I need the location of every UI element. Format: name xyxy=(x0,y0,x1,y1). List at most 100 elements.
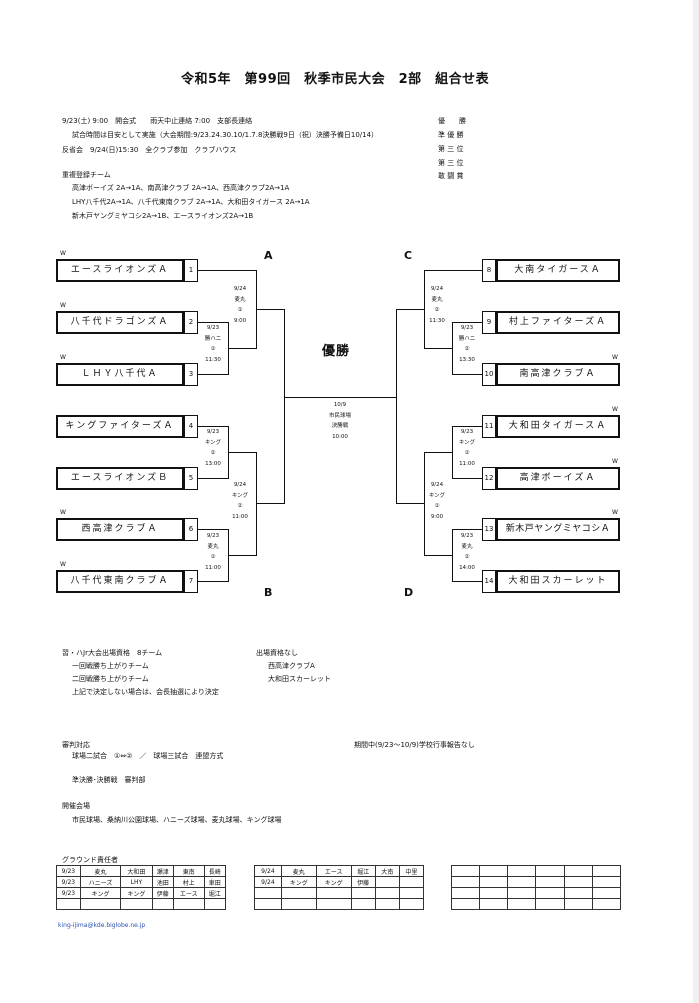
team-number: 7 xyxy=(184,570,198,593)
game-date: 9/24 xyxy=(233,286,247,292)
table-row xyxy=(254,898,425,910)
table-cell: 堀江 xyxy=(350,865,376,877)
info-line-3: 反省会 9/24(日)15:30 全クラブ参加 クラブハウス xyxy=(62,146,237,154)
bracket-line xyxy=(424,452,452,453)
table-cell: 9/23 xyxy=(56,876,81,888)
team-number: 11 xyxy=(482,415,496,438)
table-cell xyxy=(203,898,227,910)
team-box: エースライオンズＡ xyxy=(56,259,184,282)
table-cell xyxy=(479,887,509,899)
game-venue: キング xyxy=(428,492,446,499)
info-line-1: 9/23(土) 9:00 開会式 雨天中止連絡 7:00 支部長連絡 xyxy=(62,117,253,125)
table-cell: 9/23 xyxy=(56,887,81,899)
game-time: 9:00 xyxy=(430,513,444,520)
team-box: 八千代ドラゴンズＡ xyxy=(56,311,184,334)
game-number: ① xyxy=(210,346,216,352)
team-number: 2 xyxy=(184,311,198,334)
table-cell xyxy=(563,865,593,877)
game-date: 9/24 xyxy=(233,482,247,488)
table-cell: キング xyxy=(120,887,153,899)
bracket-line xyxy=(396,503,424,504)
table-cell xyxy=(507,898,537,910)
game-number: ② xyxy=(237,503,243,509)
umpire-line-2: 準決勝･決勝戦 審判部 xyxy=(72,776,146,784)
bracket-line xyxy=(284,397,348,398)
bracket-line xyxy=(284,309,285,504)
final-info: 10/9 市民球場 決勝戦 10:00 xyxy=(306,400,374,442)
game-date: 9/23 xyxy=(206,533,220,539)
table-cell xyxy=(398,887,425,899)
game-venue: 勝ハニ xyxy=(458,335,476,342)
game-date: 9/23 xyxy=(460,429,474,435)
table-cell xyxy=(350,887,376,899)
final-champion-label: 優勝 xyxy=(322,344,351,359)
bracket-line xyxy=(228,555,256,556)
bracket-line xyxy=(452,374,482,375)
bracket-line xyxy=(452,426,482,427)
table-cell xyxy=(535,887,565,899)
table-cell xyxy=(535,898,565,910)
table-cell xyxy=(280,887,317,899)
game-date: 9/23 xyxy=(206,325,220,331)
team-number: 13 xyxy=(482,518,496,541)
table-cell xyxy=(172,898,205,910)
table-cell xyxy=(591,876,622,888)
bracket-line xyxy=(256,452,257,556)
noqual-line-2: 大和田スカーレット xyxy=(268,675,331,683)
final-game: 決勝戦 xyxy=(331,423,349,429)
contact-email[interactable]: king-ijima@kde.biglobe.ne.jp xyxy=(58,922,146,929)
game-time: 9:00 xyxy=(233,317,247,324)
bracket-line xyxy=(198,270,256,271)
table-cell xyxy=(350,898,376,910)
game-date: 9/24 xyxy=(430,482,444,488)
umpire-line-1: 球場二試合 ①⇔② ／ 球場三試合 連盟方式 xyxy=(72,752,224,760)
team-box: 西高津クラブＡ xyxy=(56,518,184,541)
win-mark: W xyxy=(612,406,618,413)
team-box: ＬＨＹ八千代Ａ xyxy=(56,363,184,386)
table-cell: 9/24 xyxy=(254,876,282,888)
win-mark: W xyxy=(60,302,66,309)
award-fighting-spirit: 敢 闘 賞 xyxy=(438,172,464,180)
team-box: 大南タイガースＡ xyxy=(496,259,620,282)
table-cell: 大和田 xyxy=(120,865,153,877)
game-time: 11:00 xyxy=(205,564,221,571)
team-box: 新木戸ヤングミヤコシＡ xyxy=(496,518,620,541)
dup-header: 重複登録チーム xyxy=(62,171,111,179)
block-label-d: D xyxy=(404,586,414,599)
table-cell xyxy=(591,898,622,910)
bracket-line xyxy=(452,581,482,582)
table-cell xyxy=(374,887,400,899)
table-cell xyxy=(507,865,537,877)
game-number: ① xyxy=(210,554,216,560)
table-cell: 大南 xyxy=(374,865,400,877)
table-cell: 麦丸 xyxy=(280,865,317,877)
table-cell xyxy=(151,898,174,910)
table-cell xyxy=(479,898,509,910)
dup-line-2: LHY八千代2A→1A、八千代東南クラブ 2A→1A、大和田タイガース 2A→1… xyxy=(72,198,310,206)
block-label-c: C xyxy=(404,249,413,262)
table-cell: 東南 xyxy=(172,865,205,877)
qual-line-3: 上記で決定しない場合は、会長抽選により決定 xyxy=(72,688,219,696)
table-cell xyxy=(280,898,317,910)
table-cell: キング xyxy=(280,876,317,888)
team-box: 大和田タイガースＡ xyxy=(496,415,620,438)
table-cell: 車田 xyxy=(203,876,227,888)
table-cell xyxy=(450,876,481,888)
game-number: ② xyxy=(210,450,216,456)
team-box: キングファイターズＡ xyxy=(56,415,184,438)
bracket-line xyxy=(256,309,284,310)
info-line-2: 試合時間は目安として実施（大会期間:9/23.24.30.10/1.7.8決勝戦… xyxy=(72,131,379,139)
table-cell xyxy=(120,898,153,910)
game-time: 13:30 xyxy=(459,356,475,363)
game-time: 11:00 xyxy=(459,460,475,467)
table-cell: 麦丸 xyxy=(79,865,122,877)
bracket-line xyxy=(198,374,228,375)
bracket-line xyxy=(198,322,228,323)
table-cell: LHY xyxy=(120,876,153,888)
